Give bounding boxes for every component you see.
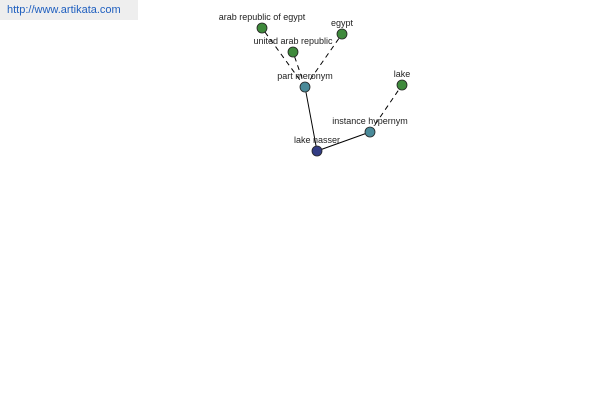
node-label-part-meronym: part meronym bbox=[277, 71, 333, 81]
node-part-meronym[interactable]: part meronym bbox=[277, 71, 333, 93]
edge-part-meronym-to-arab-republic-of-egypt bbox=[261, 27, 306, 88]
edge-part-meronym-to-egypt bbox=[304, 33, 343, 88]
edge-part-meronym-to-united-arab-republic bbox=[292, 51, 306, 88]
edge-lake-nasser-to-instance-hypernym bbox=[316, 131, 371, 152]
graph-nodes: lake nasser part meronym instance hypernym… bbox=[219, 12, 411, 157]
node-dot-lake[interactable] bbox=[396, 79, 408, 91]
node-dot-instance-hypernym[interactable] bbox=[364, 126, 376, 138]
node-dot-arab-republic-of-egypt[interactable] bbox=[256, 22, 268, 34]
edge-lake-nasser-to-part-meronym bbox=[304, 86, 318, 152]
node-dot-united-arab-republic[interactable] bbox=[287, 46, 299, 58]
site-link[interactable]: http://www.artikata.com bbox=[0, 0, 138, 20]
node-instance-hypernym[interactable]: instance hypernym bbox=[332, 116, 408, 138]
node-label-united-arab-republic: united arab republic bbox=[253, 36, 333, 46]
edge-instance-hypernym-to-lake bbox=[369, 84, 403, 133]
node-dot-egypt[interactable] bbox=[336, 28, 348, 40]
graph-edges bbox=[261, 27, 403, 152]
node-egypt[interactable]: egypt bbox=[331, 18, 354, 40]
node-label-lake-nasser: lake nasser bbox=[294, 135, 340, 145]
node-lake[interactable]: lake bbox=[394, 69, 411, 91]
node-label-instance-hypernym: instance hypernym bbox=[332, 116, 408, 126]
node-lake-nasser[interactable]: lake nasser bbox=[294, 135, 340, 157]
node-label-arab-republic-of-egypt: arab republic of egypt bbox=[219, 12, 306, 22]
node-dot-part-meronym[interactable] bbox=[299, 81, 311, 93]
node-label-egypt: egypt bbox=[331, 18, 354, 28]
node-dot-lake-nasser[interactable] bbox=[311, 145, 323, 157]
node-united-arab-republic[interactable]: united arab republic bbox=[253, 36, 333, 58]
node-arab-republic-of-egypt[interactable]: arab republic of egypt bbox=[219, 12, 306, 34]
node-label-lake: lake bbox=[394, 69, 411, 79]
